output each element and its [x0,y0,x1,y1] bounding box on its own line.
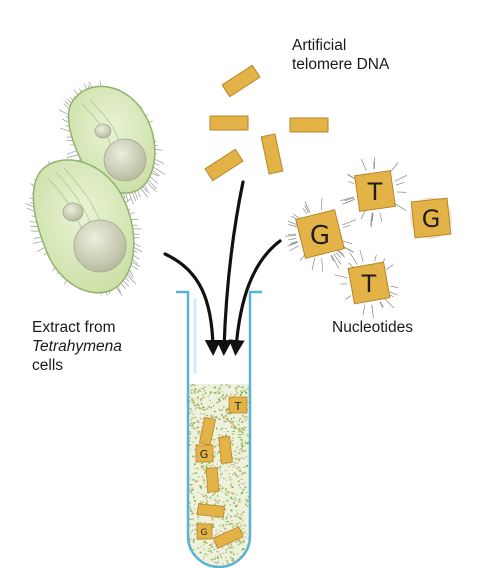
telomere-dna-label-line2: telomere DNA [292,56,390,73]
extract-label: Extract from Tetrahymena cells [32,318,122,375]
nucleotide-g-left: G [295,209,345,259]
tube-contents: T G G [195,396,248,549]
dna-fragment [260,133,284,175]
arrows [163,180,282,356]
tetrahymena-cell-large [32,159,135,294]
tube-nucleotide-letter: G [200,448,209,461]
dna-fragment [204,148,244,182]
nucleotide-g-right: G [410,197,452,239]
tetrahymena-cells [25,80,165,296]
nucleotide-t-bottom: T [347,261,391,305]
arrow-from-dna [216,180,245,356]
dna-fragment [289,117,329,133]
dna-fragment [221,64,261,98]
dna-fragment [209,115,249,131]
arrow-from-cells [163,252,221,356]
nucleotide-t-top: T [354,170,396,212]
nucleotide-letter: G [310,221,330,251]
tube-nucleotide-letter: T [234,400,242,413]
telomere-dna-label-line1: Artificial [292,37,347,54]
extract-label-organism: Tetrahymena [32,338,122,355]
nucleotides-label: Nucleotides [332,319,413,336]
nucleotide-halo [284,157,408,319]
telomere-dna-fragments [204,64,329,182]
extract-label-line3: cells [32,357,64,374]
free-nucleotides: T G G T [284,157,452,319]
test-tube: T G G [176,290,262,568]
extract-label-line1: Extract from [32,319,116,336]
arrow-from-nucleotides [228,239,282,356]
nucleotide-letter: T [361,270,377,298]
tube-nucleotide-letter: G [201,528,208,538]
telomere-dna-label: Artificial telomere DNA [292,36,389,74]
nucleotide-letter: T [367,178,383,206]
nucleotide-letter: G [422,205,441,233]
